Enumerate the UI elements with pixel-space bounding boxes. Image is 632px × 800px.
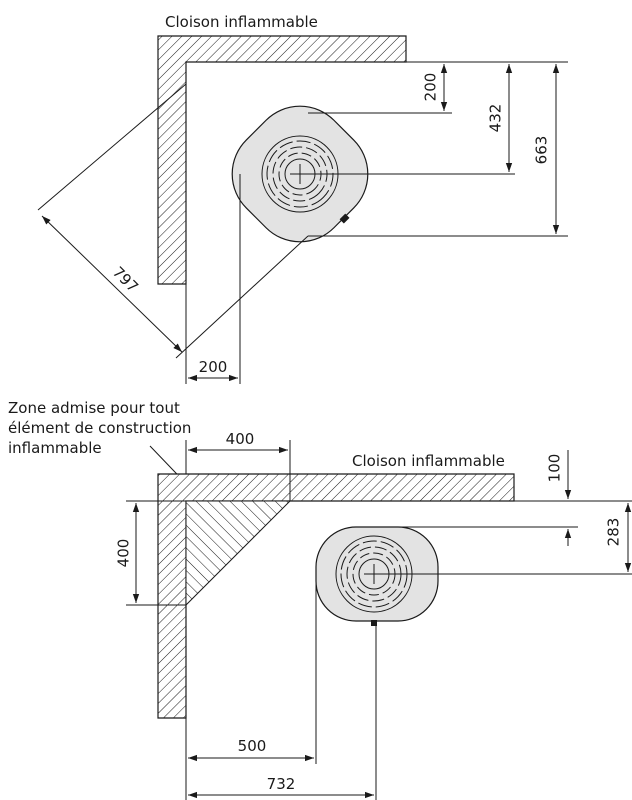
top-stove-ring-3	[272, 146, 328, 202]
bottom-dim-500-label: 500	[238, 737, 267, 755]
top-stove-knob	[339, 213, 350, 224]
bottom-dim-400h-label: 400	[226, 430, 255, 448]
bottom-dim-732-label: 732	[267, 775, 296, 793]
top-stove-ring-2	[266, 140, 334, 208]
bottom-dim-283-label: 283	[605, 518, 623, 547]
top-dim-432-label: 432	[487, 104, 505, 133]
top-stove-ring-inner	[284, 158, 316, 190]
top-dim-200b-label: 200	[199, 358, 228, 376]
bottom-wall-label: Cloison inflammable	[352, 452, 505, 470]
top-ext-797-lower	[175, 235, 309, 359]
top-stove-ring-outer	[261, 135, 339, 213]
zone-label-line-2: élément de construction	[8, 419, 191, 437]
top-wall-label: Cloison inflammable	[165, 13, 318, 31]
top-dim-797-line	[41, 215, 183, 353]
permitted-zone-triangle	[185, 500, 292, 607]
bottom-dim-100-label: 100	[546, 454, 564, 483]
bottom-figure: Zone admise pour tout élément de constru…	[8, 399, 632, 800]
bottom-stove-knob	[371, 620, 377, 626]
bottom-stove	[315, 526, 439, 626]
top-figure: Cloison inflammable 200 432 663	[37, 13, 568, 384]
top-dim-200-label: 200	[422, 73, 440, 102]
bottom-dim-400v-label: 400	[115, 539, 133, 568]
zone-label-line-1: Zone admise pour tout	[8, 399, 180, 417]
zone-label-line-3: inflammable	[8, 439, 102, 457]
top-dim-663-label: 663	[533, 136, 551, 165]
top-dim-797-label: 797	[109, 263, 142, 296]
top-ext-797-upper	[37, 83, 187, 211]
